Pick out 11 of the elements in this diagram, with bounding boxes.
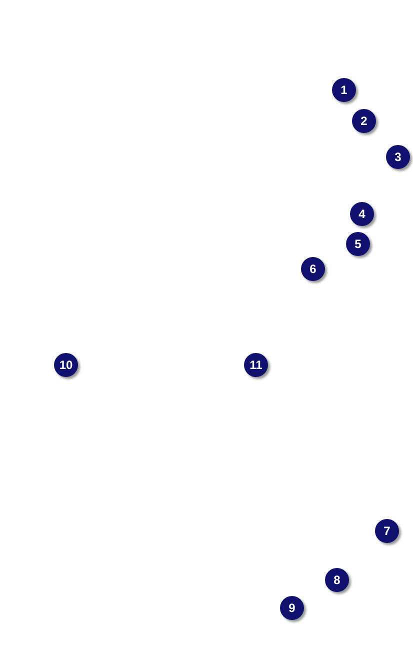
- callout-number: 1: [332, 78, 356, 102]
- callout-number: 3: [386, 145, 410, 169]
- callout-number: 11: [244, 353, 268, 377]
- callout-number: 6: [301, 257, 325, 281]
- callout-number: 10: [54, 353, 78, 377]
- callout-number: 4: [350, 202, 374, 226]
- callout-number: 5: [346, 232, 370, 256]
- callout-number: 8: [325, 568, 349, 592]
- callout-number: 2: [352, 109, 376, 133]
- callout-number: 7: [375, 519, 399, 543]
- callout-number: 9: [280, 596, 304, 620]
